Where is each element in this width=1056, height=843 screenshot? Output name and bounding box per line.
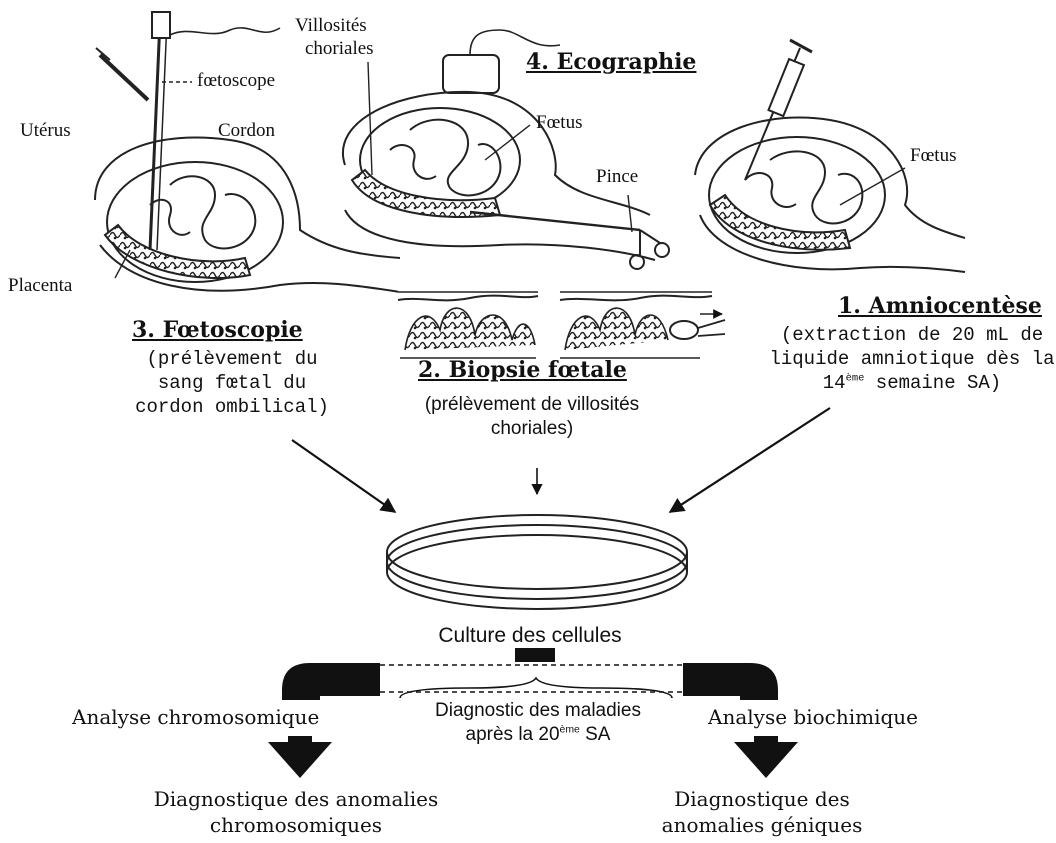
label-pince: Pince <box>596 166 638 188</box>
result-genique-line1: Diagnostique des <box>674 788 850 811</box>
result-chromosomique-line2: chromosomiques <box>210 814 382 837</box>
label-culture: Culture des cellules <box>438 624 621 648</box>
diagnostic-post: SA <box>580 724 611 745</box>
label-cordon: Cordon <box>218 120 275 142</box>
title-foetoscopie: 3. Fœtoscopie <box>132 318 303 343</box>
biopsie-illustration <box>343 30 725 362</box>
label-villosites-line1: Villosités <box>295 15 367 37</box>
diagnostic-suffix: ème <box>560 725 580 736</box>
label-foetus-center: Fœtus <box>536 112 582 134</box>
diagnostic-pre: après la 20 <box>466 724 560 745</box>
result-chromosomique-line1: Diagnostique des anomalies <box>154 788 439 811</box>
label-analyse-biochimique: Analyse biochimique <box>708 706 918 729</box>
label-analyse-chromosomique: Analyse chromosomique <box>72 706 319 729</box>
desc-amniocentese-line2: liquide amniotique dès la <box>769 348 1054 371</box>
title-ecographie: 4. Ecographie <box>526 50 696 75</box>
week-suffix: ème <box>846 373 865 385</box>
label-diagnostic-line1: Diagnostic des maladies <box>435 700 641 722</box>
week-number: 14 <box>823 372 846 394</box>
desc-foetoscopie-line2: sang fœtal du <box>158 372 306 395</box>
title-biopsie: 2. Biopsie fœtale <box>418 358 627 383</box>
title-amniocentese: 1. Amniocentèse <box>838 294 1042 319</box>
desc-foetoscopie-line1: (prélèvement du <box>146 348 317 371</box>
petri-dish <box>387 515 687 609</box>
result-genique-line2: anomalies géniques <box>662 814 863 837</box>
desc-amniocentese-line3: 14ème semaine SA) <box>823 372 1001 395</box>
label-villosites-line2: choriales <box>305 38 374 60</box>
label-uterus: Utérus <box>20 120 71 142</box>
label-foetus-right: Fœtus <box>910 145 956 167</box>
desc-foetoscopie-line3: cordon ombilical) <box>135 396 329 419</box>
desc-biopsie-line1: (prélèvement de villosités <box>425 394 639 416</box>
week-rest: semaine SA) <box>864 372 1001 394</box>
label-placenta: Placenta <box>8 275 72 297</box>
label-diagnostic-line2: après la 20ème SA <box>466 724 611 746</box>
desc-amniocentese-line1: (extraction de 20 mL de <box>781 324 1043 347</box>
desc-biopsie-line2: choriales) <box>491 418 573 440</box>
label-foetoscope: fœtoscope <box>197 70 275 92</box>
